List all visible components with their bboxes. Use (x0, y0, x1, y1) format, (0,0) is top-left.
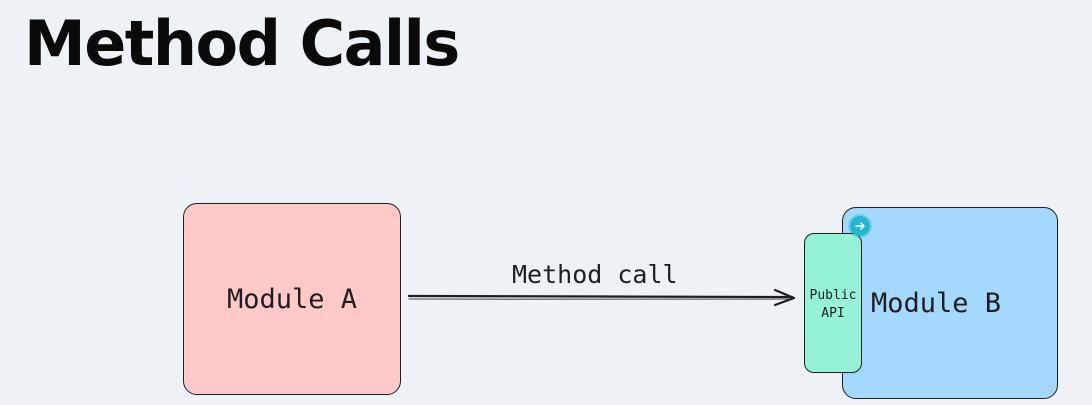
page-title: Method Calls (24, 7, 460, 80)
public-api-box[interactable]: Public API (804, 233, 862, 373)
arrow-right-icon (855, 222, 865, 230)
method-call-label: Method call (512, 260, 678, 289)
link-handle[interactable] (850, 216, 870, 236)
module-b-label: Module B (871, 287, 1002, 319)
arrowhead (773, 288, 796, 307)
module-b-box[interactable]: Module B (842, 207, 1058, 399)
module-a-box[interactable]: Module A (183, 203, 401, 395)
public-api-label-line1: Public (809, 288, 857, 303)
public-api-label-line2: API (821, 306, 845, 321)
arrow-shaft (407, 294, 794, 299)
module-a-label: Module A (226, 283, 358, 315)
